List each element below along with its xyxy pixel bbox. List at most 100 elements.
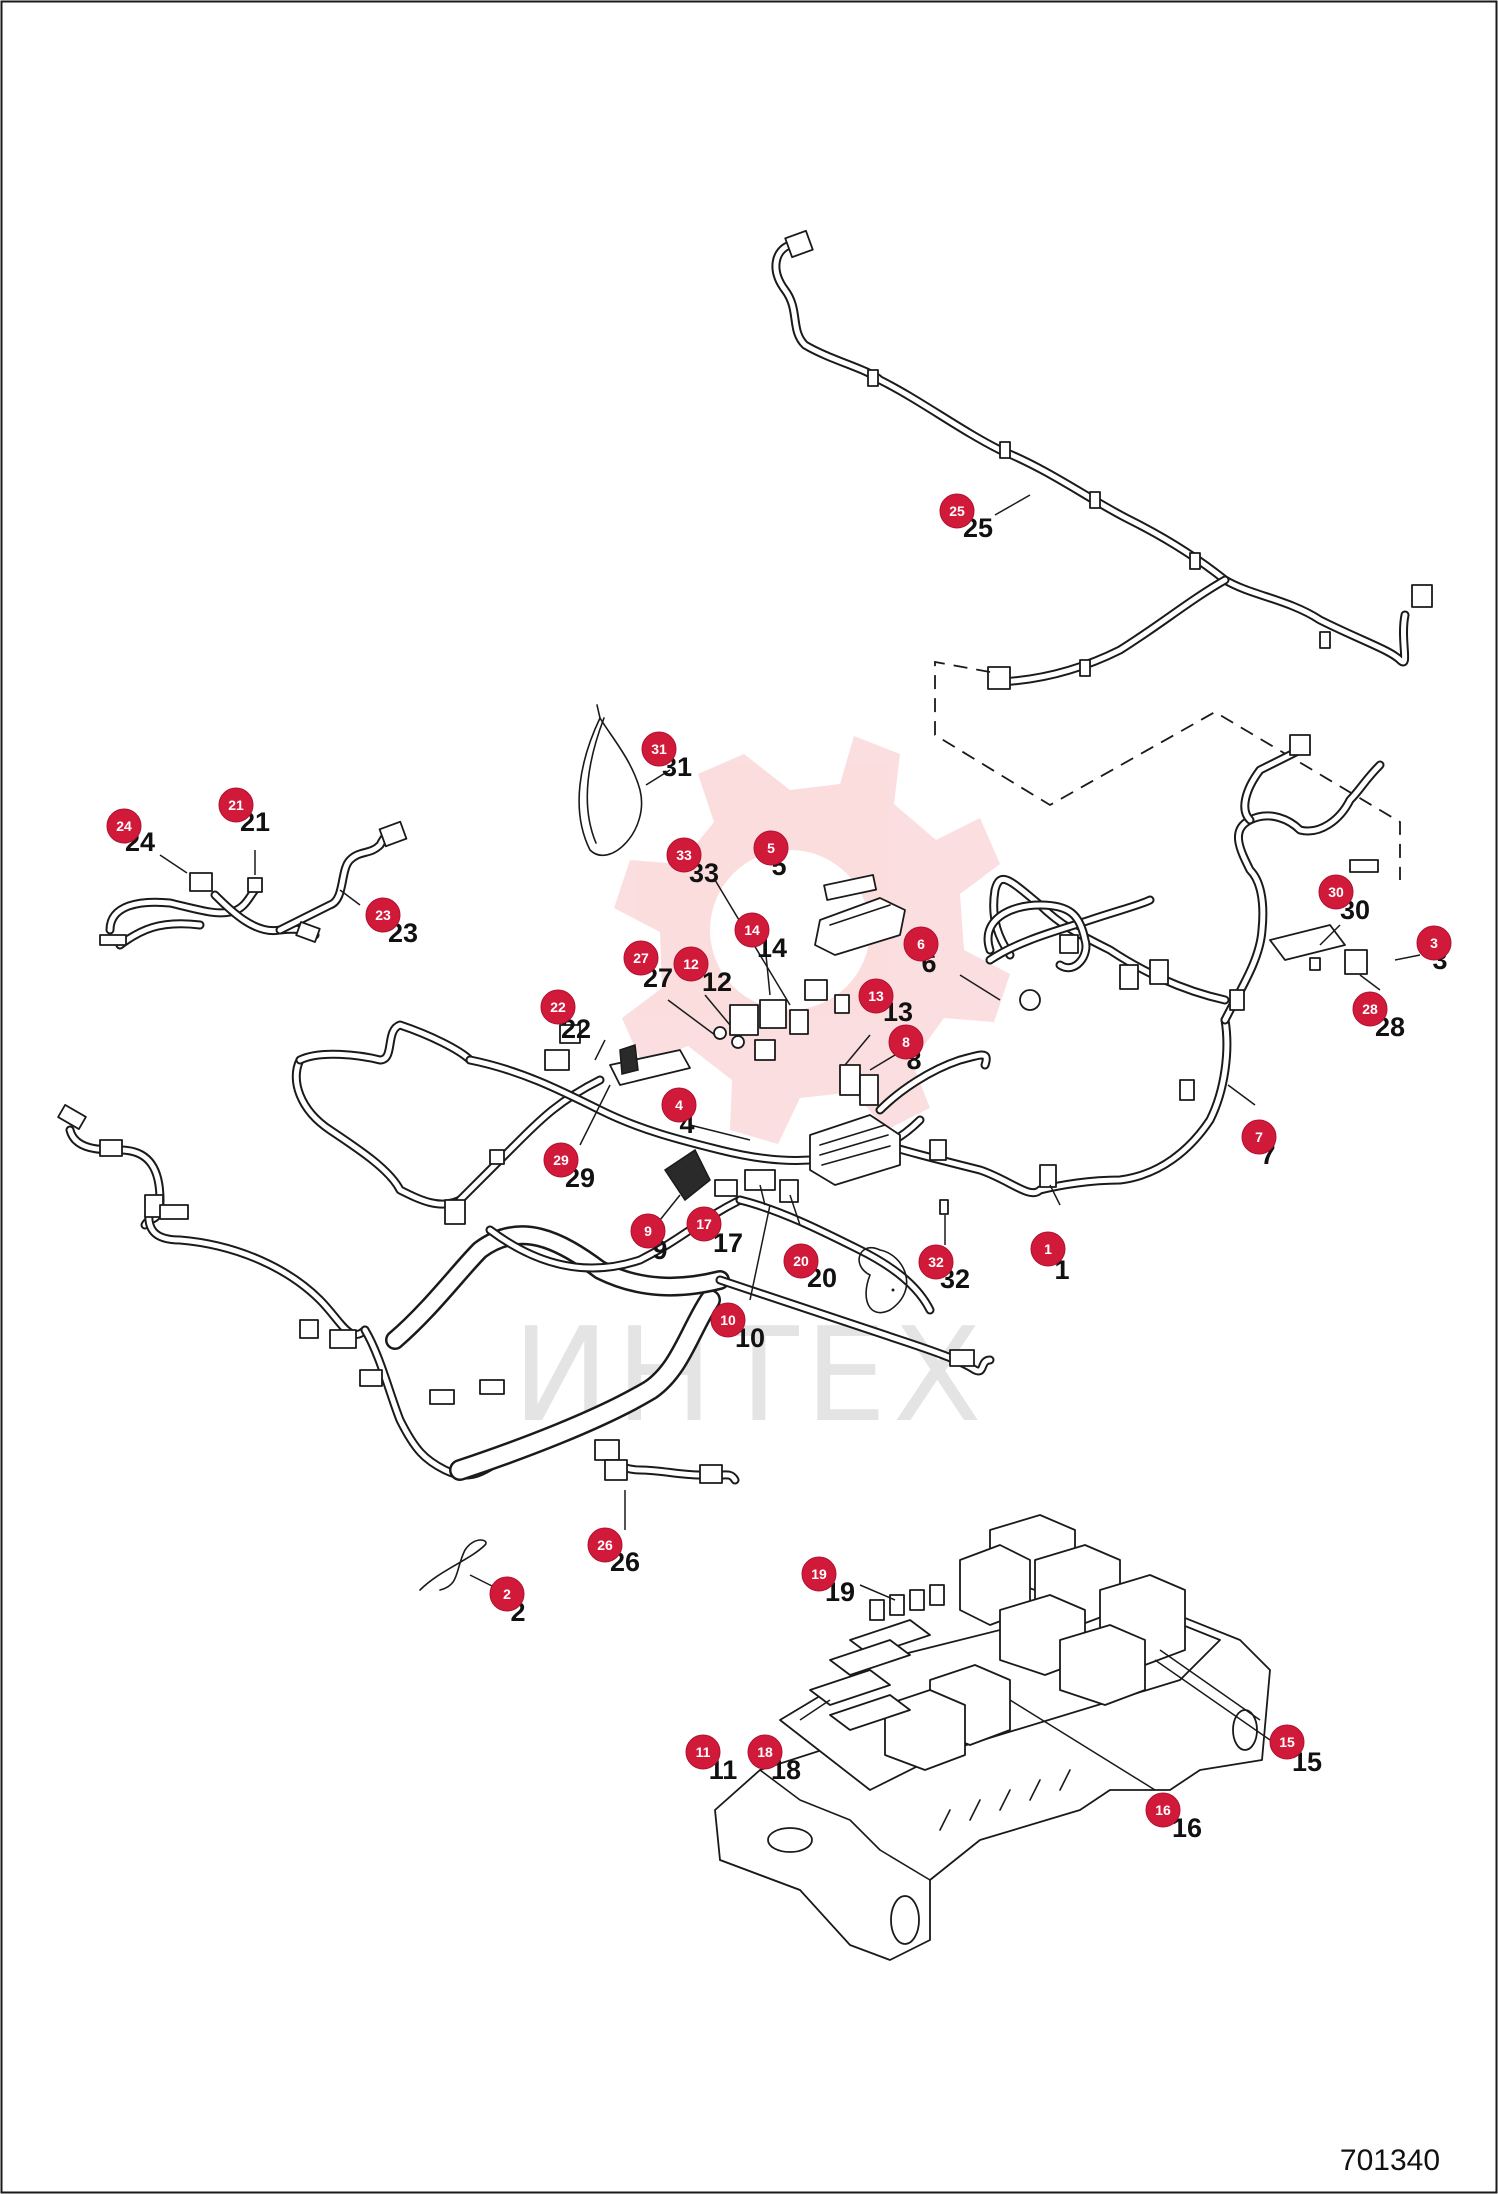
callout-number: 20: [793, 1253, 809, 1269]
callout-number: 13: [868, 988, 884, 1004]
callout-number: 1: [1044, 1241, 1052, 1257]
callout-badge: [587, 1527, 623, 1563]
callout-badge: [1416, 925, 1452, 961]
callout-number: 24: [116, 818, 132, 834]
callout-number: 32: [928, 1254, 944, 1270]
callout-badge: [641, 731, 677, 767]
callout-badge: [1145, 1792, 1181, 1828]
cable-tie-31: [578, 704, 671, 857]
callout-3: 33: [1416, 925, 1452, 975]
callout-badge: [543, 1142, 579, 1178]
callout-badge: [661, 1087, 697, 1123]
callout-number: 25: [949, 503, 965, 519]
callout-number: 23: [375, 907, 391, 923]
callout-number: 33: [676, 847, 692, 863]
callout-badge: [1030, 1231, 1066, 1267]
harness-25: [771, 229, 1433, 690]
callout-badge: [710, 1302, 746, 1338]
callout-badge: [1352, 991, 1388, 1027]
callout-1: 11: [1030, 1231, 1070, 1285]
callout-badge: [685, 1734, 721, 1770]
callout-badge: [365, 897, 401, 933]
callout-9: 99: [630, 1213, 668, 1265]
callout-2: 22: [489, 1576, 526, 1627]
callout-number: 9: [644, 1223, 652, 1239]
callout-badge: [753, 830, 789, 866]
callout-number: 26: [597, 1537, 613, 1553]
callout-number: 19: [811, 1566, 827, 1582]
callout-number: 14: [744, 922, 760, 938]
callout-4: 44: [661, 1087, 697, 1139]
fuse-box-assembly: [714, 1514, 1271, 1961]
callout-badge: [747, 1734, 783, 1770]
callout-badge: [686, 1206, 722, 1242]
callout-badge: [1318, 874, 1354, 910]
callout-badge: [783, 1243, 819, 1279]
callout-number: 2: [503, 1586, 511, 1602]
callout-badge: [106, 808, 142, 844]
callout-5: 55: [753, 830, 789, 881]
callout-7: 77: [1241, 1119, 1277, 1170]
callout-badge: [939, 493, 975, 529]
sub-harness-23: [99, 820, 408, 950]
callout-number: 16: [1155, 1802, 1171, 1818]
callout-number: 12: [683, 956, 699, 972]
callout-number: 11: [696, 1744, 711, 1760]
callout-badge: [903, 926, 939, 962]
callout-badge: [623, 940, 659, 976]
callout-number: 30: [1328, 884, 1344, 900]
callout-labels: 1122334455667788991010111112121313141415…: [106, 493, 1452, 1843]
callout-number: 5: [767, 840, 775, 856]
callout-6: 66: [903, 926, 939, 978]
callout-badge: [489, 1576, 525, 1612]
main-harness-1: [57, 734, 1385, 1591]
callout-number: 3: [1430, 935, 1438, 951]
callout-number: 27: [633, 950, 649, 966]
callout-badge: [858, 978, 894, 1014]
callout-number: 18: [757, 1744, 773, 1760]
callout-badge: [673, 946, 709, 982]
callout-badge: [1241, 1119, 1277, 1155]
callout-number: 22: [550, 999, 566, 1015]
callout-number: 6: [917, 936, 925, 952]
callout-number: 7: [1255, 1129, 1263, 1145]
callout-badge: [918, 1244, 954, 1280]
callout-badge: [666, 837, 702, 873]
figure-id: 701340: [1340, 2144, 1440, 2177]
callout-badge: [630, 1213, 666, 1249]
callout-8: 88: [888, 1024, 924, 1075]
callout-badge: [801, 1556, 837, 1592]
callout-number: 4: [675, 1097, 683, 1113]
callout-badge: [888, 1024, 924, 1060]
dashed-link-line: [934, 660, 1401, 880]
callout-number: 21: [228, 797, 244, 813]
callout-number: 29: [553, 1152, 569, 1168]
callout-badge: [734, 912, 770, 948]
callout-badge: [1269, 1724, 1305, 1760]
callout-badge: [218, 787, 254, 823]
callout-number: 10: [720, 1312, 736, 1328]
callout-number: 31: [651, 741, 667, 757]
